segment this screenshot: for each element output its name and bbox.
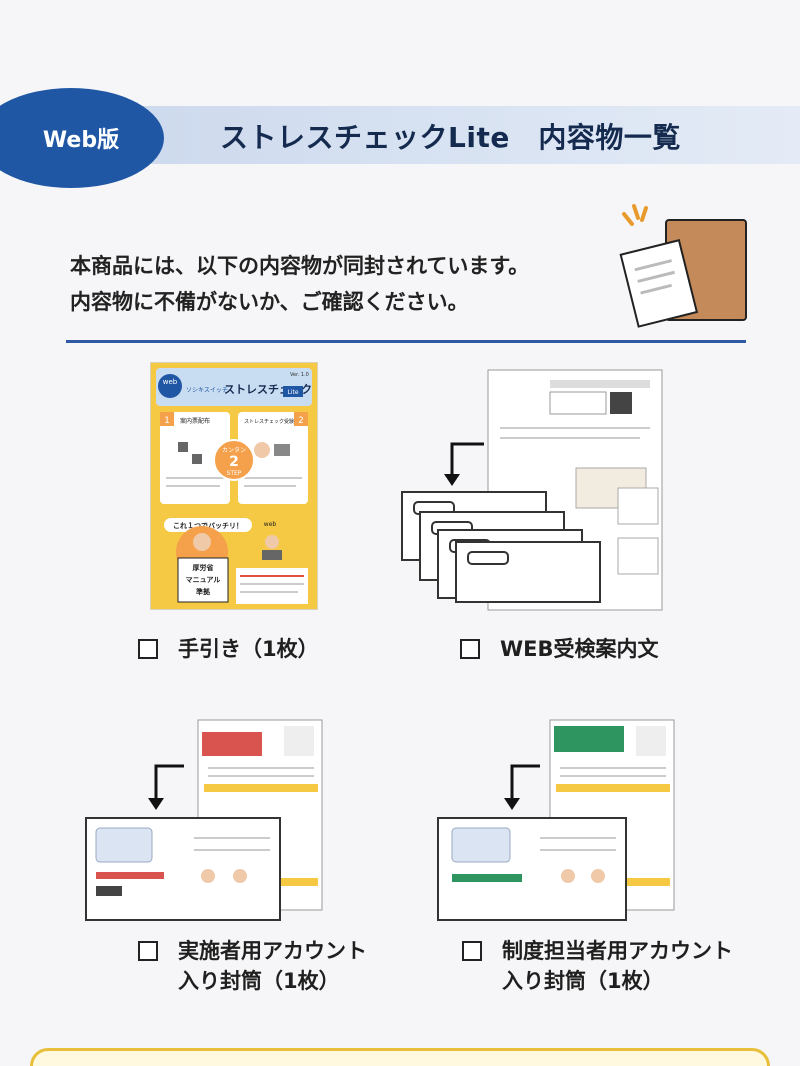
- envelope-document-icon: [619, 204, 747, 328]
- stamp-line-2: マニュアル: [186, 576, 221, 584]
- intro-text: 本商品には、以下の内容物が同封されています。 内容物に不備がないか、ご確認くださ…: [70, 248, 630, 320]
- step2-title: ストレスチェック受験: [244, 418, 294, 425]
- center-num: 2: [229, 454, 239, 470]
- guide-version: Ver. 1.0: [290, 372, 309, 378]
- stamp-line-1: 厚労省: [193, 563, 214, 572]
- web-letter-caption-text: WEB受検案内文: [500, 637, 659, 661]
- admin-caption-line1: 制度担当者用アカウント: [502, 939, 733, 963]
- item-web-letter-caption: WEB受検案内文: [460, 634, 659, 664]
- item-admin-caption: 制度担当者用アカウント 入り封筒（1枚）: [462, 936, 733, 996]
- admin-caption-line2: 入り封筒（1枚）: [502, 969, 664, 993]
- web-letter-checkbox[interactable]: [460, 639, 480, 659]
- web-edition-badge: Web版: [0, 88, 164, 188]
- page-title: ストレスチェックLite 内容物一覧: [220, 121, 681, 154]
- implementer-caption-line2: 入り封筒（1枚）: [178, 969, 340, 993]
- center-top: カンタン: [222, 446, 246, 454]
- admin-checkbox[interactable]: [462, 941, 482, 961]
- implementer-caption-line1: 実施者用アカウント: [178, 939, 367, 963]
- stamp-line-3: 準拠: [196, 587, 211, 596]
- implementer-envelope-image: [85, 719, 323, 921]
- guide-caption-text: 手引き（1枚）: [178, 637, 319, 661]
- guide-sheet-image: web ソシキスイッチ ストレスチェック Ver. 1.0 Lite 1 案内票…: [150, 362, 318, 610]
- guide-lite: Lite: [287, 389, 298, 396]
- implementer-checkbox[interactable]: [138, 941, 158, 961]
- web-guidance-letter-image: [401, 369, 663, 611]
- step1-title: 案内票配布: [180, 417, 210, 425]
- item-guide-caption: 手引き（1枚）: [138, 634, 319, 664]
- guide-checkbox[interactable]: [138, 639, 158, 659]
- guide-web-label: web: [163, 378, 178, 386]
- item-implementer-caption: 実施者用アカウント 入り封筒（1枚）: [138, 936, 367, 996]
- guide-web-small: web: [264, 521, 277, 528]
- guide-brand: ソシキスイッチ: [186, 387, 228, 394]
- divider-rule: [66, 340, 746, 343]
- guide-banner: これ１つでバッチリ！: [173, 521, 243, 530]
- step2-number: 2: [298, 416, 304, 426]
- bottom-banner: [30, 1048, 770, 1066]
- admin-envelope-image: [437, 719, 675, 921]
- intro-line-2: 内容物に不備がないか、ご確認ください。: [70, 290, 469, 314]
- center-bottom: STEP: [227, 470, 242, 477]
- step1-number: 1: [164, 416, 170, 426]
- intro-line-1: 本商品には、以下の内容物が同封されています。: [70, 254, 530, 278]
